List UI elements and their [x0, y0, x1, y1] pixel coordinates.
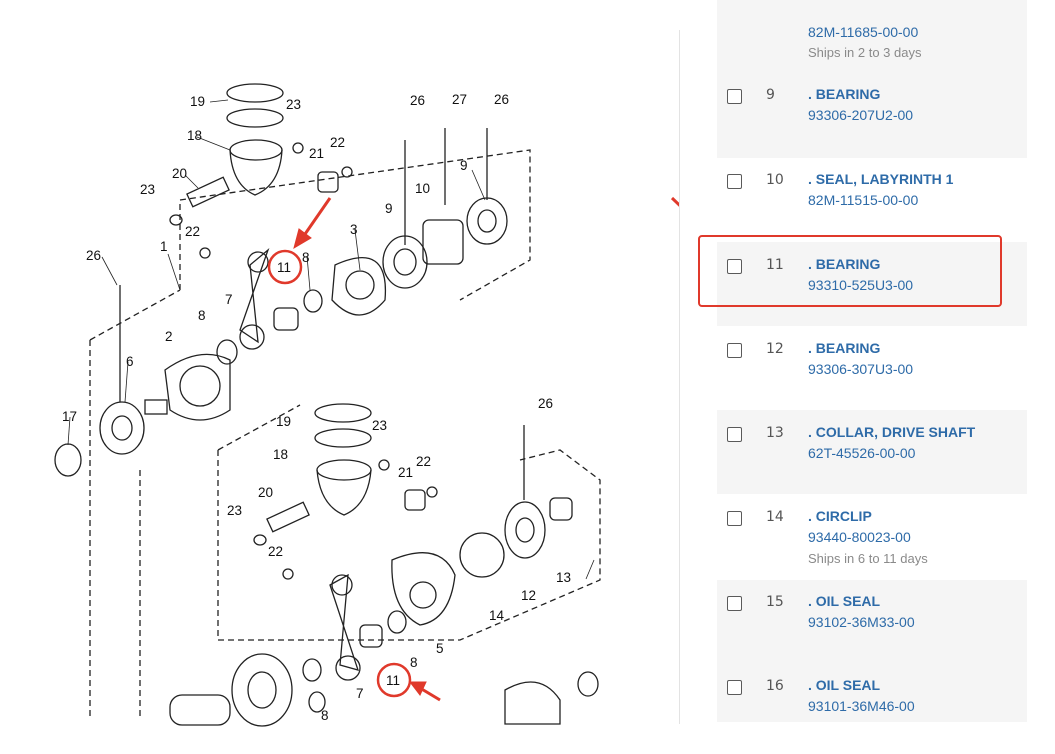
parts-row-partial: 82M-11685-00-00 Ships in 2 to 3 days: [717, 0, 1027, 74]
callout-label: 7: [356, 686, 364, 701]
callout-label: 22: [330, 135, 345, 150]
part-name-link[interactable]: . OIL SEAL: [808, 593, 881, 609]
callout-label: 2: [165, 329, 173, 344]
select-checkbox[interactable]: [727, 511, 742, 526]
parts-list-panel: 82M-11685-00-00 Ships in 2 to 3 days 9 .…: [680, 0, 1055, 754]
highlight-circle-upper: [267, 249, 303, 285]
shipping-note: Ships in 2 to 3 days: [808, 45, 922, 60]
select-checkbox[interactable]: [727, 343, 742, 358]
ref-number: 9: [766, 87, 775, 103]
part-number-link[interactable]: 93306-207U2-00: [808, 107, 914, 123]
exploded-diagram-svg: 19 23 18 22 21 20 23 22 26 27 26 9 10 9 …: [54, 83, 680, 727]
callout-label: 23: [140, 182, 155, 197]
callout-label: 19: [276, 414, 291, 429]
parts-row: 15 . OIL SEAL 93102-36M33-00: [717, 580, 1027, 664]
callout-label: 3: [350, 222, 358, 237]
ref-number: 13: [766, 425, 784, 441]
highlight-box-row-11: [698, 235, 1002, 307]
callout-label: 22: [268, 544, 283, 559]
select-checkbox[interactable]: [727, 680, 742, 695]
callout-label: 21: [398, 465, 413, 480]
callout-label: 8: [198, 308, 206, 323]
callout-label: 1: [160, 239, 168, 254]
select-checkbox[interactable]: [727, 259, 742, 274]
callout-label: 20: [172, 166, 187, 181]
callout-label: 26: [494, 92, 509, 107]
callout-label: 18: [187, 128, 202, 143]
ref-number: 10: [766, 172, 784, 188]
callout-label: 8: [302, 250, 310, 265]
callout-label: 26: [86, 248, 101, 263]
callout-label: 19: [190, 94, 205, 109]
arrow-upper: [301, 197, 332, 238]
parts-row: 12 . BEARING 93306-307U3-00: [717, 326, 1027, 410]
arrow-lower: [419, 686, 441, 702]
part-name-link[interactable]: . SEAL, LABYRINTH 1: [808, 171, 954, 187]
callout-label: 5: [436, 641, 444, 656]
callout-label: 23: [286, 97, 301, 112]
callout-label: 27: [452, 92, 467, 107]
part-number-link[interactable]: 93102-36M33-00: [808, 614, 915, 630]
parts-diagram: 19 23 18 22 21 20 23 22 26 27 26 9 10 9 …: [54, 83, 680, 727]
parts-row: 16 . OIL SEAL 93101-36M46-00: [717, 664, 1027, 722]
part-name-link[interactable]: . CIRCLIP: [808, 508, 872, 524]
part-number-link[interactable]: 82M-11515-00-00: [808, 192, 919, 208]
callout-label: 20: [258, 485, 273, 500]
part-name-link[interactable]: . BEARING: [808, 256, 881, 272]
callout-label: 6: [126, 354, 134, 369]
ref-number: 11: [766, 257, 784, 273]
part-number-link[interactable]: 93101-36M46-00: [808, 698, 915, 714]
part-name-link[interactable]: . COLLAR, DRIVE SHAFT: [808, 424, 976, 440]
callout-label: 10: [415, 181, 430, 196]
parts-row-selected: 11 . BEARING 93310-525U3-00: [717, 242, 1027, 326]
part-number-link[interactable]: 93440-80023-00: [808, 529, 911, 545]
ref-number: 16: [766, 678, 784, 694]
callout-label: 9: [460, 158, 468, 173]
select-checkbox[interactable]: [727, 596, 742, 611]
callout-label: 22: [416, 454, 431, 469]
callout-label: 7: [225, 292, 233, 307]
callout-label: 21: [309, 146, 324, 161]
ref-number: 14: [766, 509, 784, 525]
shipping-note: Ships in 6 to 11 days: [808, 551, 928, 566]
part-name-link[interactable]: . BEARING: [808, 86, 881, 102]
callout-label: 14: [489, 608, 505, 623]
callout-label: 23: [372, 418, 387, 433]
select-checkbox[interactable]: [727, 174, 742, 189]
parts-row: 9 . BEARING 93306-207U2-00: [717, 74, 1027, 158]
part-number-link[interactable]: 93310-525U3-00: [808, 277, 914, 293]
part-number-link[interactable]: 62T-45526-00-00: [808, 445, 916, 461]
select-checkbox[interactable]: [727, 427, 742, 442]
callout-label: 22: [185, 224, 200, 239]
callout-label: 12: [521, 588, 536, 603]
part-name-link[interactable]: . OIL SEAL: [808, 677, 881, 693]
ref-number: 12: [766, 341, 784, 357]
callout-label: 17: [62, 409, 77, 424]
part-name-link[interactable]: . BEARING: [808, 340, 881, 356]
ref-number: 15: [766, 594, 784, 610]
callout-label: 8: [321, 708, 329, 723]
callout-label-highlighted: 11: [386, 673, 400, 688]
callout-label: 13: [556, 570, 571, 585]
parts-row: 14 . CIRCLIP 93440-80023-00 Ships in 6 t…: [717, 494, 1027, 578]
callout-label: 18: [273, 447, 288, 462]
callout-label: 9: [385, 201, 393, 216]
part-number-link[interactable]: 82M-11685-00-00: [808, 24, 919, 40]
panel-divider: [679, 30, 680, 724]
select-checkbox[interactable]: [727, 89, 742, 104]
highlight-circle-lower: [376, 662, 412, 698]
callout-label: 8: [410, 655, 418, 670]
callout-label-highlighted: 11: [277, 260, 291, 275]
callout-label: 26: [410, 93, 425, 108]
callout-label: 23: [227, 503, 242, 518]
callout-label: 26: [538, 396, 553, 411]
parts-row: 13 . COLLAR, DRIVE SHAFT 62T-45526-00-00: [717, 410, 1027, 494]
parts-row: 10 . SEAL, LABYRINTH 1 82M-11515-00-00: [717, 158, 1027, 242]
part-number-link[interactable]: 93306-307U3-00: [808, 361, 914, 377]
